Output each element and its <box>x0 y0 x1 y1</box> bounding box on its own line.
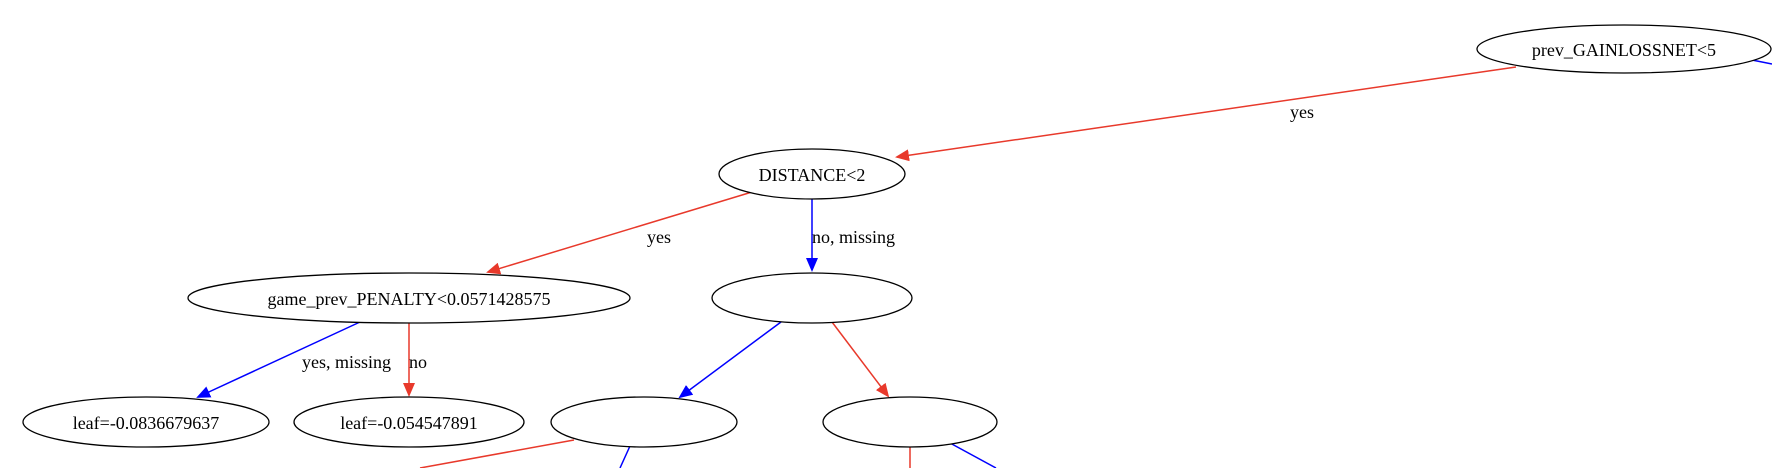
node-root: prev_GAINLOSSNET<5 <box>1476 24 1772 74</box>
edge-right-continuation-blue <box>949 442 997 468</box>
edge-label-root-yes: yes <box>1290 102 1314 122</box>
edge-label-penalty-yes-missing: yes, missing <box>302 352 391 372</box>
edge-left-continuation-blue <box>619 445 631 468</box>
edge-root-to-distance <box>895 66 1517 162</box>
edge-distance-to-penalty <box>486 191 753 275</box>
node-label-leaf-b: leaf=-0.054547891 <box>340 413 478 433</box>
node-label-distance: DISTANCE<2 <box>759 165 866 185</box>
node-label-penalty: game_prev_PENALTY<0.0571428575 <box>268 289 551 309</box>
edges: yes yes no, missing yes, missing no <box>196 59 1772 468</box>
edge-empty-to-left <box>678 321 782 399</box>
node-empty-left <box>550 396 738 448</box>
node-penalty: game_prev_PENALTY<0.0571428575 <box>187 272 631 324</box>
node-label-leaf-a: leaf=-0.0836679637 <box>73 413 220 433</box>
node-empty-right <box>822 396 998 448</box>
edge-penalty-to-leaf-a <box>196 321 361 398</box>
node-empty-mid <box>711 272 913 324</box>
node-leaf-b: leaf=-0.054547891 <box>293 396 525 448</box>
edge-label-penalty-no: no <box>409 352 427 372</box>
edge-empty-to-right <box>831 321 890 398</box>
edge-root-to-right <box>1751 59 1772 65</box>
node-leaf-a: leaf=-0.0836679637 <box>22 396 270 448</box>
node-label-root: prev_GAINLOSSNET<5 <box>1532 40 1716 60</box>
edge-label-distance-yes: yes <box>647 227 671 247</box>
edge-label-distance-no-missing: no, missing <box>812 227 895 247</box>
node-distance: DISTANCE<2 <box>718 148 906 200</box>
edge-left-continuation-red <box>419 439 575 468</box>
